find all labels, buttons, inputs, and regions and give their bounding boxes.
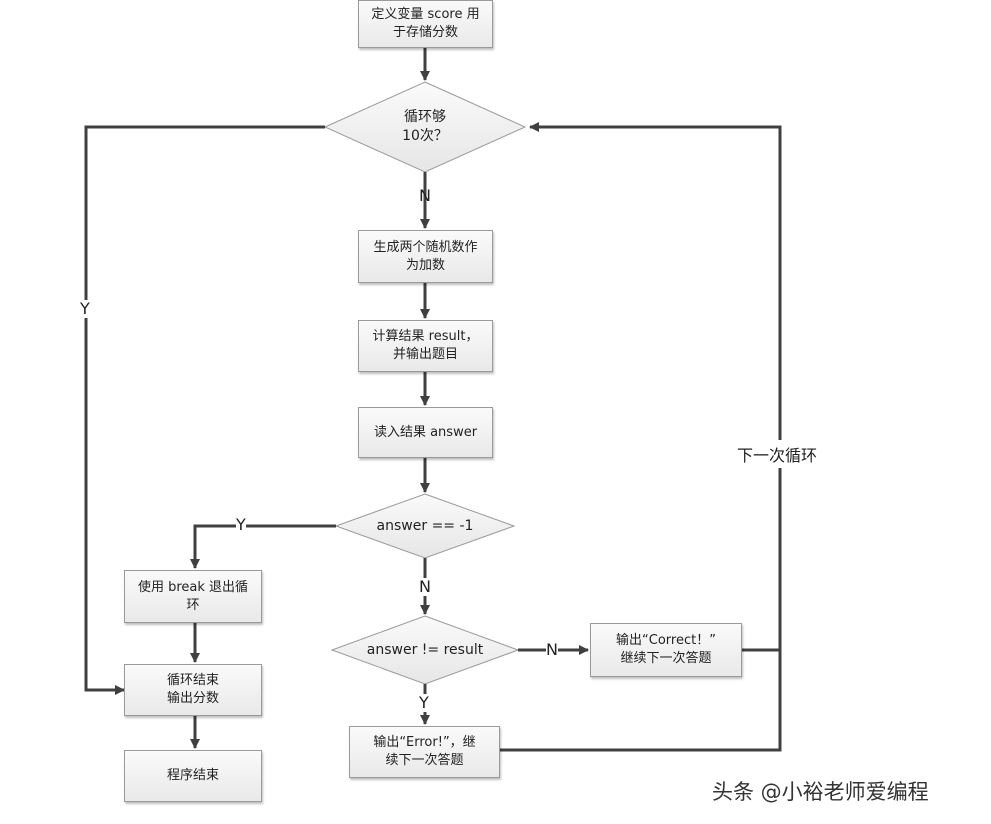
next-loop-label: 下一次循环 xyxy=(735,440,820,468)
error-output-text: 输出“Error!”，继 续下一次答题 xyxy=(373,735,476,768)
loop-end-box: 循环结束 输出分数 xyxy=(124,664,262,716)
exit-check-text-wrap: answer == -1 xyxy=(350,514,500,538)
generate-numbers-text: 生成两个随机数作 为加数 xyxy=(373,239,478,273)
exit-check-text: answer == -1 xyxy=(376,517,474,534)
loop-no-label: N xyxy=(419,186,431,205)
define-score-box: 定义变量 score 用 于存储分数 xyxy=(358,0,493,48)
result-no-label: N xyxy=(546,640,558,659)
result-yes-label: Y xyxy=(419,693,429,712)
edge-error-loopback xyxy=(500,122,782,752)
result-check-text-wrap: answer != result xyxy=(345,638,505,662)
watermark-text: 头条 @小裕老师爱编程 xyxy=(712,780,929,804)
compute-result-box: 计算结果 result， 并输出题目 xyxy=(358,320,493,372)
break-loop-text: 使用 break 退出循 环 xyxy=(137,579,249,613)
program-end-box: 程序结束 xyxy=(124,750,262,802)
read-answer-text: 读入结果 answer xyxy=(373,424,478,440)
generate-numbers-box: 生成两个随机数作 为加数 xyxy=(358,230,493,283)
loop-end-text: 循环结束 输出分数 xyxy=(166,673,219,706)
error-output-box: 输出“Error!”，继 续下一次答题 xyxy=(349,726,500,778)
program-end-text: 程序结束 xyxy=(166,768,219,783)
result-check-text: answer != result xyxy=(366,641,484,658)
loop-yes-label: Y xyxy=(80,299,90,318)
exit-no-label: N xyxy=(419,577,431,596)
compute-result-text: 计算结果 result， 并输出题目 xyxy=(372,329,479,362)
loop-check-text: 循环够 10次？ xyxy=(402,109,448,144)
define-score-text: 定义变量 score 用 于存储分数 xyxy=(371,7,480,40)
read-answer-box: 读入结果 answer xyxy=(358,407,493,458)
edge-exit-yes xyxy=(190,524,336,569)
correct-output-text: 输出“Correct！” 继续下一次答题 xyxy=(616,633,716,666)
break-loop-box: 使用 break 退出循 环 xyxy=(124,570,262,623)
exit-yes-label: Y xyxy=(236,515,246,534)
loop-check-text-wrap: 循环够 10次？ xyxy=(365,105,485,149)
edge-loop-yes xyxy=(84,125,325,695)
correct-output-box: 输出“Correct！” 继续下一次答题 xyxy=(590,623,742,677)
